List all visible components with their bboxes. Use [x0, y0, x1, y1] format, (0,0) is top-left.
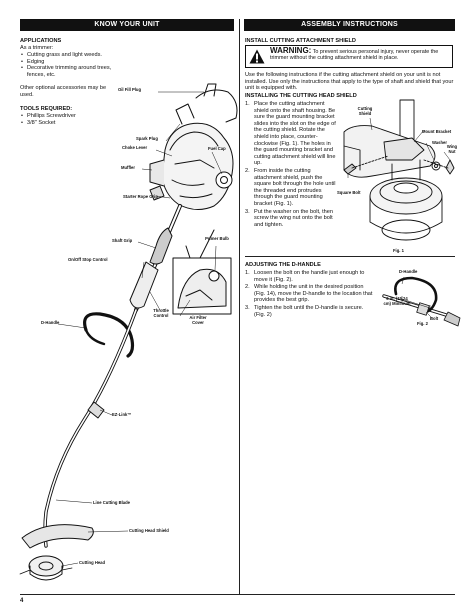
fig1-label-cutting-shield: Cutting Shield: [357, 106, 373, 116]
label-starter-rope-grip: Starter Rope Grip: [123, 194, 158, 199]
label-shaft-grip: Shaft Grip: [112, 238, 133, 243]
applications-heading: APPLICATIONS: [20, 38, 62, 44]
applications-list: Cutting grass and light weeds. Edging De…: [20, 52, 112, 78]
column-divider: [239, 19, 240, 594]
fig2-label-d-handle: D-Handle: [399, 269, 418, 274]
list-item: 1.Place the cutting attachment shield on…: [245, 101, 336, 167]
list-item: Cutting grass and light weeds.: [20, 52, 112, 59]
list-item: Phillips Screwdriver: [20, 113, 112, 120]
fig1-label-square-bolt: Square Bolt: [337, 190, 361, 195]
list-item: Edging: [20, 59, 112, 66]
label-cutting-head: Cutting Head: [79, 560, 106, 565]
label-throttle-control: Throttle Control: [153, 308, 169, 318]
list-item: 1.Loosen the bolt on the handle just eno…: [245, 270, 365, 283]
d-handle-heading: ADJUSTING THE D-HANDLE: [245, 262, 321, 268]
fig1-label-wing-nut: Wing Nut: [446, 144, 458, 154]
label-spark-plug: Spark Plug: [136, 136, 158, 141]
fig1-label-washer: Washer: [432, 140, 447, 145]
applications-intro: As a trimmer:: [20, 45, 54, 51]
warning-text: To prevent serious personal injury, neve…: [270, 49, 439, 62]
label-on-off-stop-control: On/Off Stop Control: [68, 257, 108, 262]
know-your-unit-header: KNOW YOUR UNIT: [20, 19, 234, 31]
label-oil-fill-plug: Oil Fill Plug: [118, 87, 142, 92]
fig2-label-bolt: Bolt: [430, 316, 439, 321]
fig2-label-minimum: 6 in. (15.24 cm) Minimum: [383, 296, 411, 306]
applications-note: Other optional accessories may be used.: [20, 85, 107, 98]
label-muffler: Muffler: [121, 165, 135, 170]
footer-rule: [20, 594, 455, 595]
label-choke-lever: Choke Lever: [122, 145, 148, 150]
list-item: 3.Tighten the bolt until the D-handle is…: [245, 304, 364, 318]
installing-heading: INSTALLING THE CUTTING HEAD SHIELD: [245, 93, 357, 99]
label-ez-link: EZ-Link™: [112, 412, 132, 417]
list-item: 3.Put the washer on the bolt, then screw…: [245, 208, 333, 228]
label-primer-bulb: Primer Bulb: [205, 236, 229, 241]
list-item: 2.From inside the cutting attachment shi…: [245, 167, 336, 207]
page-number: 4: [20, 598, 24, 604]
fig1-label-mount-bracket: Mount Bracket: [422, 129, 452, 134]
d-handle-shape: [83, 312, 135, 358]
warning-box: WARNING: To prevent serious personal inj…: [245, 45, 453, 68]
assembly-instructions-header: ASSEMBLY INSTRUCTIONS: [244, 19, 455, 31]
list-item: Decorative trimming around trees, fences…: [20, 65, 112, 78]
list-item: 3/8" Socket: [20, 120, 112, 127]
label-d-handle: D-Handle: [41, 320, 60, 325]
warning-word: WARNING:: [270, 46, 312, 55]
label-cutting-head-shield: Cutting Head Shield: [129, 528, 169, 533]
tools-heading: TOOLS REQUIRED:: [20, 106, 73, 112]
d-handle-steps: 1.Loosen the bolt on the handle just eno…: [245, 270, 375, 319]
fig2-caption: Fig. 2: [417, 321, 428, 326]
label-air-filter-cover: Air Filter Cover: [189, 315, 207, 325]
engine-housing: [161, 122, 234, 210]
install-shield-heading: INSTALL CUTTING ATTACHMENT SHIELD: [245, 38, 356, 44]
d-handle-loop: [394, 276, 438, 314]
label-line-cutting-blade: Line Cutting Blade: [93, 500, 130, 505]
install-intro: Use the following instructions if the cu…: [245, 72, 454, 92]
installing-steps: 1.Place the cutting attachment shield on…: [245, 101, 337, 229]
section-divider: [245, 256, 455, 257]
fig1-caption: Fig. 1: [393, 248, 404, 253]
warning-text-block: WARNING: To prevent serious personal inj…: [270, 46, 452, 62]
label-fuel-cap: Fuel Cap: [208, 146, 226, 151]
warning-icon: [249, 49, 265, 64]
list-item: 2.While holding the unit in the desired …: [245, 284, 373, 304]
tools-list: Phillips Screwdriver 3/8" Socket: [20, 113, 112, 126]
